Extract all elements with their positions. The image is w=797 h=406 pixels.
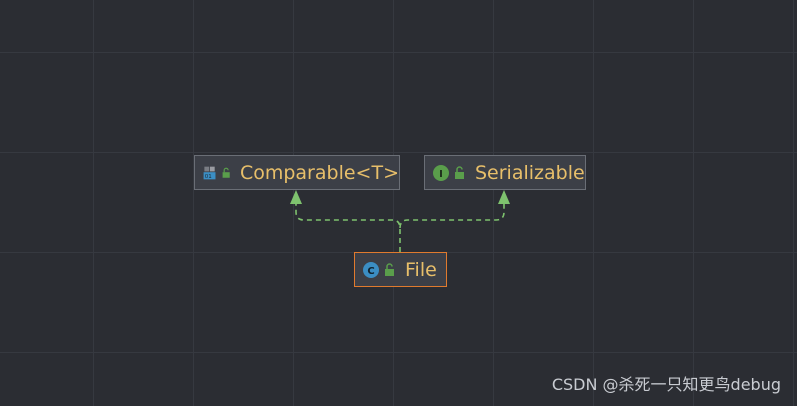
- unlock-icon: [455, 165, 464, 179]
- class-icon: C: [363, 261, 379, 278]
- arrowhead-comparable: [290, 190, 302, 204]
- watermark: CSDN @杀死一只知更鸟debug: [551, 375, 781, 394]
- arrowhead-serializable: [498, 190, 510, 204]
- svg-text:01: 01: [205, 174, 213, 180]
- unlock-icon: [222, 167, 230, 178]
- node-label: Serializable: [475, 161, 585, 184]
- node-label: Comparable<T>: [239, 161, 399, 184]
- svg-text:I: I: [439, 169, 443, 180]
- unlock-icon: [385, 262, 394, 276]
- edge-file-to-serializable: [399, 203, 505, 229]
- svg-text:C: C: [367, 266, 374, 277]
- interface-generic-icon: 01: [203, 166, 216, 180]
- node-serializable[interactable]: I Serializable: [424, 155, 586, 190]
- node-file[interactable]: C File: [354, 252, 447, 287]
- node-comparable[interactable]: 01 Comparable<T>: [194, 155, 400, 190]
- node-label: File: [405, 258, 437, 281]
- edge-file-to-comparable: [295, 203, 401, 252]
- interface-icon: I: [433, 164, 449, 181]
